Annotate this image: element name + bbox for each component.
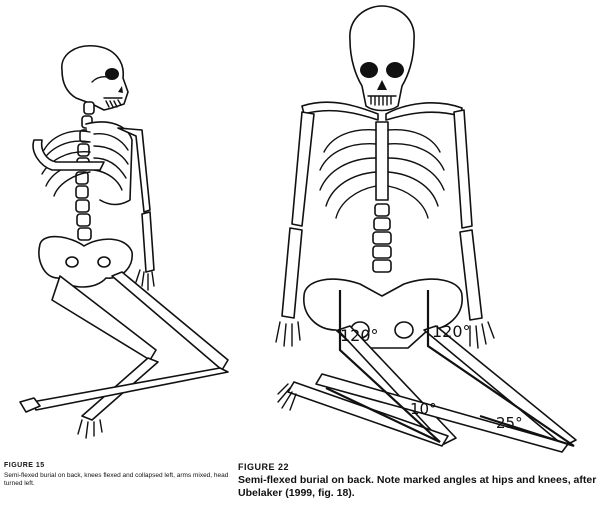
angle-label-knee-left: 10° (410, 400, 437, 418)
skull (350, 6, 414, 111)
spine (373, 204, 391, 272)
figure-22-caption: Semi-flexed burial on back. Note marked … (238, 474, 603, 500)
figure-15-number: FIGURE 15 (4, 462, 45, 469)
legs (20, 272, 228, 438)
skeleton-illustration-front (232, 0, 603, 460)
figure-15-caption: Semi-flexed burial on back, knees flexed… (4, 472, 242, 488)
figure-15: FIGURE 15 Semi-flexed burial on back, kn… (0, 0, 245, 507)
skeleton-illustration-side (0, 0, 245, 460)
skull (62, 46, 128, 110)
angle-label-hip-left: 120° (340, 326, 379, 345)
angle-label-knee-right: 25° (496, 414, 523, 432)
figure-22-number: FIGURE 22 (238, 462, 289, 472)
figure-22: 120° 120° 10° 25° FIGURE 22 Semi-flexed … (232, 0, 603, 507)
angle-label-hip-right: 120° (432, 322, 471, 341)
